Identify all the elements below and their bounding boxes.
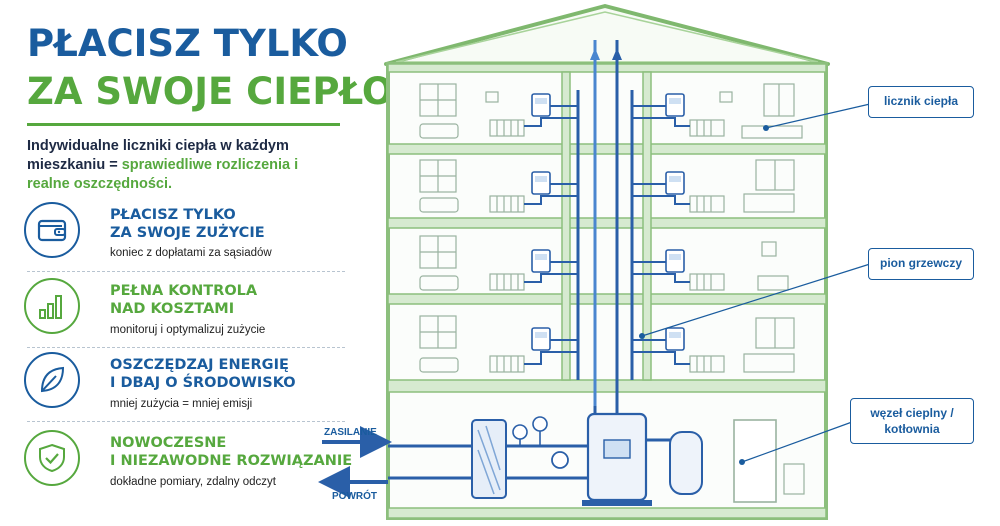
wallet-icon xyxy=(24,202,80,258)
heat-meters xyxy=(531,93,685,351)
callout-node-line2: kotłownia xyxy=(884,422,940,436)
headline-divider xyxy=(27,123,340,126)
feature-title-line2: NAD KOSZTAMI xyxy=(110,301,235,317)
callout-node-line1: węzeł cieplny / xyxy=(870,406,954,420)
feature-item: OSZCZĘDZAJ ENERGIĘ I DBAJ O ŚRODOWISKO mn… xyxy=(0,350,345,422)
supply-label: ZASILANIE xyxy=(324,427,377,438)
feature-title-line1: PŁACISZ TYLKO xyxy=(110,207,236,223)
feature-title-line2: I NIEZAWODNE ROZWIĄZANIE xyxy=(110,453,353,469)
feature-title-line1: OSZCZĘDZAJ ENERGIĘ xyxy=(110,357,289,373)
headline-line1: PŁACISZ TYLKO xyxy=(27,22,348,65)
feature-title-line1: PEŁNA KONTROLA xyxy=(110,283,258,299)
feature-item: PŁACISZ TYLKO ZA SWOJE ZUŻYCIE koniec z d… xyxy=(0,200,345,272)
feature-subtitle: koniec z dopłatami za sąsiadów xyxy=(110,247,272,259)
feature-title: PEŁNA KONTROLA NAD KOSZTAMI xyxy=(110,282,257,318)
feature-title: OSZCZĘDZAJ ENERGIĘ I DBAJ O ŚRODOWISKO xyxy=(110,356,296,392)
heating-risers xyxy=(576,40,634,406)
intro-text: Indywidualne liczniki ciepła w każdym mi… xyxy=(27,137,342,194)
internal-walls xyxy=(561,71,652,381)
feature-divider xyxy=(27,271,345,272)
basement-equipment xyxy=(388,406,805,506)
callout-leaders xyxy=(641,103,871,463)
feature-item: PEŁNA KONTROLA NAD KOSZTAMI monitoruj i o… xyxy=(0,276,345,348)
bar-chart-icon xyxy=(24,278,80,334)
callout-riser: pion grzewczy xyxy=(868,248,974,280)
callout-node: węzeł cieplny / kotłownia xyxy=(850,398,974,444)
intro-part1: Indywidualne liczniki ciepła w każdym mi… xyxy=(27,138,289,173)
left-panel: PŁACISZ TYLKO ZA SWOJE CIEPŁO Indywidual… xyxy=(0,0,393,526)
feature-title: PŁACISZ TYLKO ZA SWOJE ZUŻYCIE xyxy=(110,206,265,242)
feature-subtitle: dokładne pomiary, zdalny odczyt xyxy=(110,476,276,488)
callout-dots xyxy=(639,125,769,465)
feature-title: NOWOCZESNE I NIEZAWODNE ROZWIĄZANIE xyxy=(110,434,352,470)
feature-title-line1: NOWOCZESNE xyxy=(110,435,227,451)
feature-subtitle: monitoruj i optymalizuj zużycie xyxy=(110,324,266,336)
roof xyxy=(384,4,830,66)
headline-line2: ZA SWOJE CIEPŁO xyxy=(27,70,394,113)
shield-check-icon xyxy=(24,430,80,486)
callout-heat-meter: licznik ciepła xyxy=(868,86,974,118)
feature-subtitle: mniej zużycia = mniej emisji xyxy=(110,398,253,410)
floor-slabs xyxy=(387,63,827,519)
leaf-icon xyxy=(24,352,80,408)
intro-highlight: sprawiedliwe rozliczenia i realne oszczę… xyxy=(27,157,299,192)
apartment-details xyxy=(419,83,803,373)
branch-pipes xyxy=(524,105,690,365)
feature-divider xyxy=(27,347,345,348)
feature-title-line2: I DBAJ O ŚRODOWISKO xyxy=(110,375,296,391)
feature-item: NOWOCZESNE I NIEZAWODNE ROZWIĄZANIE dokła… xyxy=(0,428,352,500)
feature-divider xyxy=(27,421,345,422)
feature-title-line2: ZA SWOJE ZUŻYCIE xyxy=(110,225,265,241)
return-label: POWRÓT xyxy=(332,491,377,502)
